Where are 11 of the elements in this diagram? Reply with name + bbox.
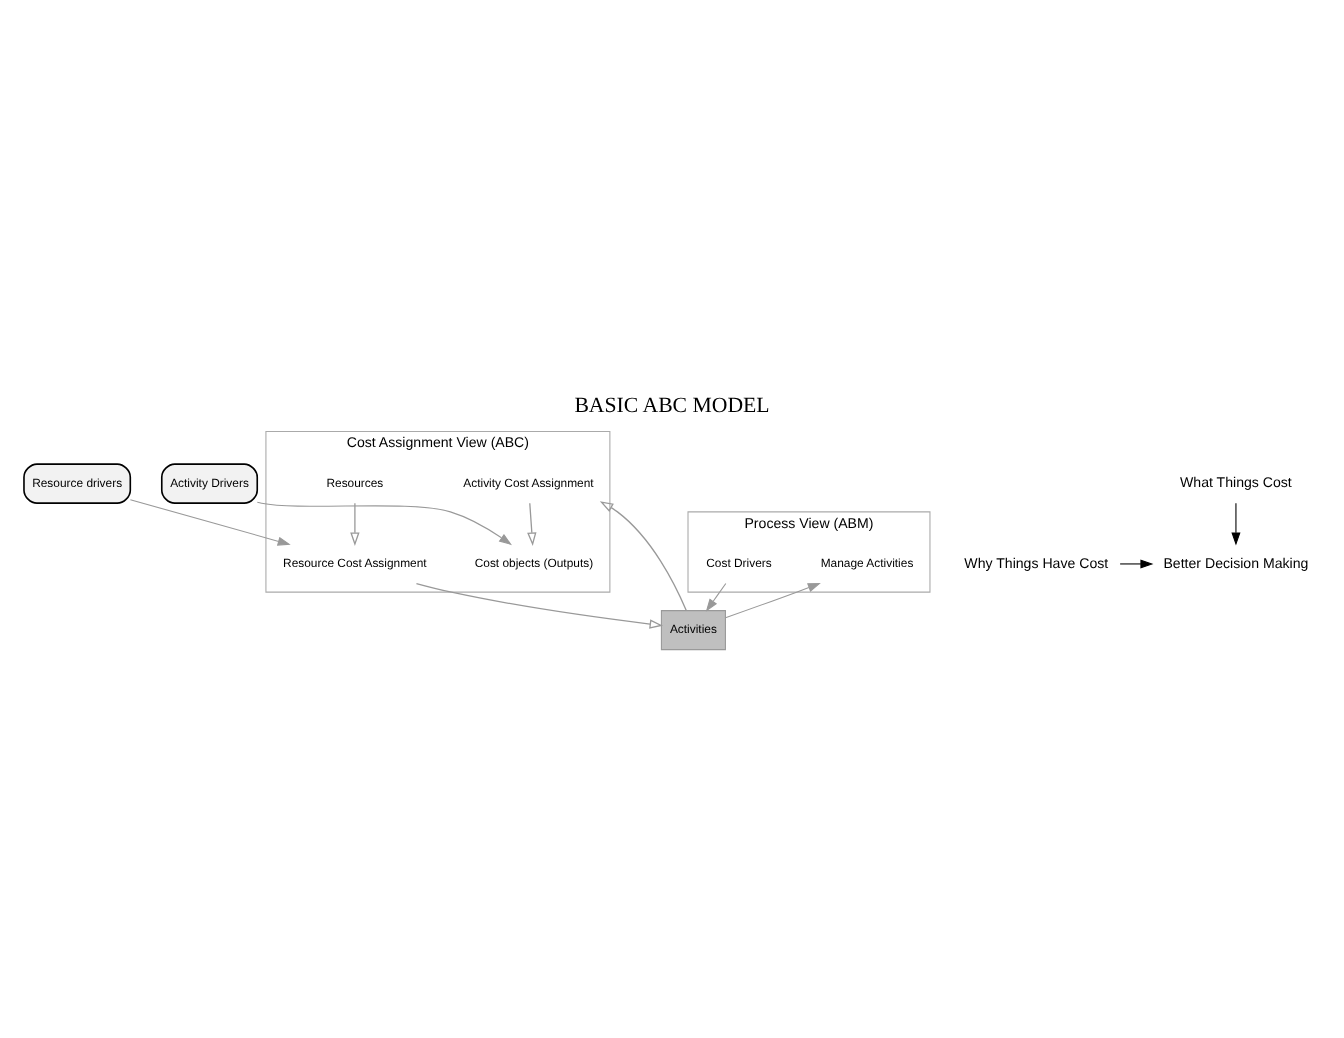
arrow — [527, 501, 537, 545]
diagram-title: BASIC ABC MODEL — [574, 393, 770, 418]
arrow — [599, 500, 687, 610]
arrow — [415, 581, 664, 628]
arrow — [1119, 558, 1154, 568]
arrow — [1231, 501, 1241, 545]
arrow — [705, 582, 727, 611]
arrow — [129, 498, 291, 545]
arrow — [725, 581, 821, 618]
arrow — [256, 500, 512, 545]
arrow — [350, 501, 360, 545]
